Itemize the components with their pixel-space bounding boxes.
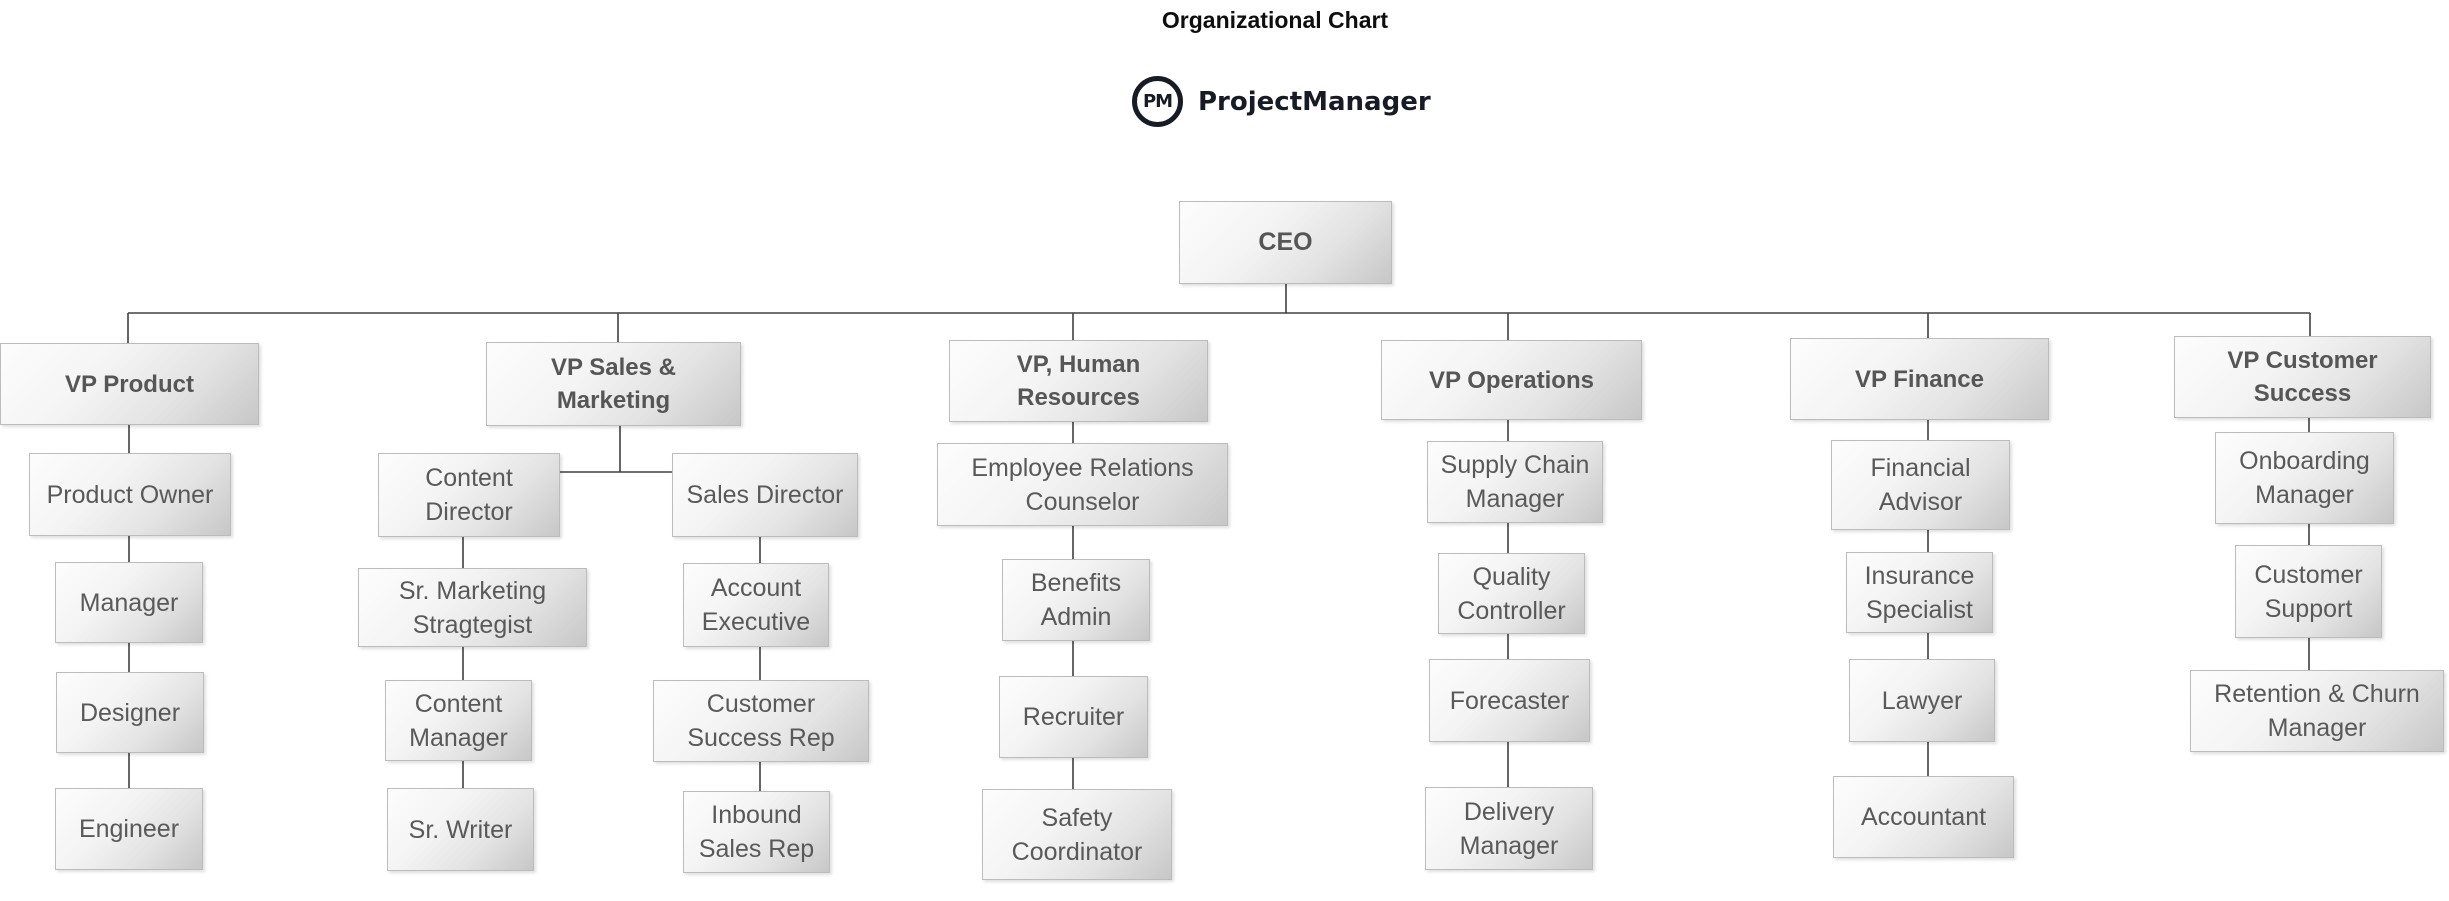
org-node-manager: Manager [55, 562, 203, 643]
org-node-recruiter: Recruiter [999, 676, 1148, 758]
org-node-sales-director: Sales Director [672, 453, 858, 537]
org-node-accountant: Accountant [1833, 776, 2014, 858]
org-node-lawyer: Lawyer [1849, 659, 1995, 742]
org-node-supply-chain-manager: Supply Chain Manager [1427, 441, 1603, 523]
org-node-vp-finance: VP Finance [1790, 338, 2049, 420]
org-node-engineer: Engineer [55, 788, 203, 870]
org-node-inbound-sales-rep: Inbound Sales Rep [683, 791, 830, 873]
org-node-benefits-admin: Benefits Admin [1002, 559, 1150, 641]
org-node-quality-controller: Quality Controller [1438, 553, 1585, 634]
org-node-account-executive: Account Executive [683, 563, 829, 647]
org-node-content-manager: Content Manager [385, 680, 532, 761]
org-node-financial-advisor: Financial Advisor [1831, 440, 2010, 530]
org-node-insurance-specialist: Insurance Specialist [1846, 552, 1993, 633]
org-node-content-director: Content Director [378, 453, 560, 537]
org-node-vp-human-resources: VP, Human Resources [949, 340, 1208, 422]
org-node-vp-sales-marketing: VP Sales & Marketing [486, 342, 741, 426]
org-node-customer-support: Customer Support [2235, 545, 2382, 638]
org-node-vp-product: VP Product [0, 343, 259, 425]
brand-logo: PM ProjectManager [1132, 76, 1431, 127]
org-node-safety-coordinator: Safety Coordinator [982, 789, 1172, 880]
org-node-vp-customer-success: VP Customer Success [2174, 336, 2431, 418]
org-node-product-owner: Product Owner [29, 453, 231, 536]
org-node-customer-success-rep: Customer Success Rep [653, 680, 869, 762]
org-node-forecaster: Forecaster [1429, 659, 1590, 742]
org-node-vp-operations: VP Operations [1381, 340, 1642, 420]
org-node-designer: Designer [56, 672, 204, 753]
org-node-onboarding-manager: Onboarding Manager [2215, 432, 2394, 524]
org-node-ceo: CEO [1179, 201, 1392, 284]
org-node-retention-churn-manager: Retention & Churn Manager [2190, 670, 2444, 752]
page-title: Organizational Chart [1161, 7, 1389, 33]
org-node-delivery-manager: Delivery Manager [1425, 787, 1593, 870]
org-node-employee-relations-counselor: Employee Relations Counselor [937, 443, 1228, 526]
brand-name: ProjectManager [1198, 86, 1431, 117]
org-node-sr-marketing-strategist: Sr. Marketing Stragtegist [358, 568, 587, 647]
pm-logo-icon: PM [1132, 76, 1183, 127]
org-node-sr-writer: Sr. Writer [387, 788, 534, 871]
